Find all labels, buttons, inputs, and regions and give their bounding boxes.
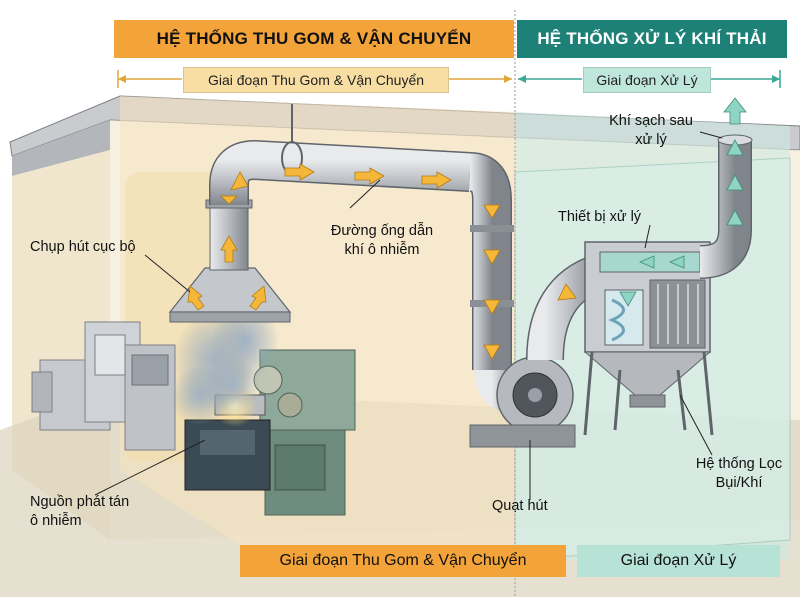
- duct-network: [209, 104, 514, 370]
- treatment-span-line: [518, 70, 781, 88]
- dirty-air-flow-arrows: [187, 163, 577, 360]
- phase-label-treatment-bottom: Giai đoạn Xử Lý: [577, 545, 780, 577]
- phase-label-collection-bottom: Giai đoạn Thu Gom & Vận Chuyển: [240, 545, 566, 577]
- callout-clean-air: Khí sạch sau xử lý: [596, 112, 706, 150]
- callout-duct: Đường ống dẫn khí ô nhiễm: [302, 222, 462, 260]
- callout-clean-air-line-1: Khí sạch sau: [609, 113, 693, 129]
- phase-label-treatment-top: Giai đoạn Xử Lý: [583, 67, 711, 93]
- callout-local-hood: Chụp hút cục bộ: [30, 239, 136, 255]
- callout-pollution-source-line-1: Nguồn phát tán: [30, 494, 130, 510]
- callout-filter-system-line-2: Bụi/Khí: [715, 475, 763, 491]
- callout-duct-line-1: Đường ống dẫn: [330, 223, 434, 239]
- background-machines: [31, 321, 176, 451]
- callout-duct-line-2: khí ô nhiễm: [344, 242, 420, 258]
- callout-pollution-source: Nguồn phát tán ô nhiễm: [30, 493, 160, 531]
- callout-filter-system-line-1: Hệ thống Lọc: [695, 456, 783, 472]
- callout-treatment-device: Thiết bị xử lý: [558, 209, 642, 225]
- callout-exhaust-fan: Quạt hút: [492, 498, 548, 514]
- callout-pollution-source-line-2: ô nhiễm: [30, 513, 82, 529]
- callout-filter-system: Hệ thống Lọc Bụi/Khí: [684, 455, 794, 493]
- header-treatment-system: HỆ THỐNG XỬ LÝ KHÍ THẢI: [517, 20, 787, 58]
- callout-clean-air-line-2: xử lý: [635, 132, 667, 148]
- phase-label-collection-top: Giai đoạn Thu Gom & Vận Chuyển: [183, 67, 449, 93]
- collection-span-line: [117, 70, 512, 88]
- header-collection-system: HỆ THỐNG THU GOM & VẬN CHUYỂN: [114, 20, 514, 58]
- clean-air-flow-arrows: [619, 97, 747, 307]
- leader-lines: [94, 131, 723, 500]
